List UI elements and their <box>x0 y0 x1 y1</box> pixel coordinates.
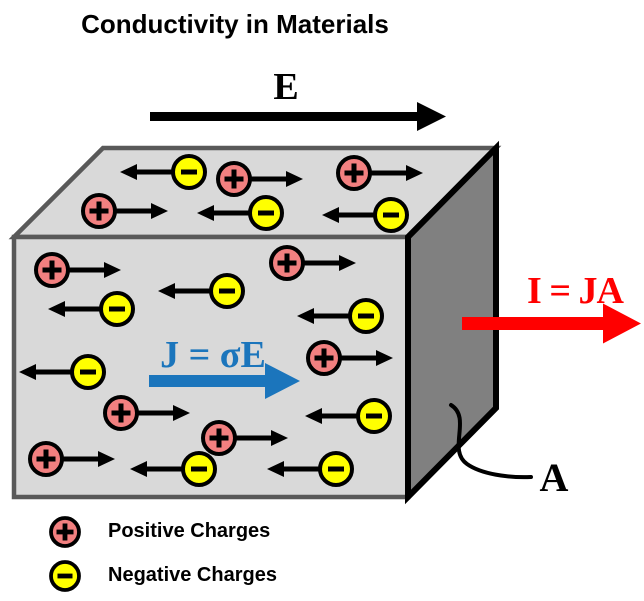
charge-negative <box>267 451 354 487</box>
plus-sign-icon <box>344 163 364 183</box>
motion-arrow-left-icon <box>158 283 211 299</box>
motion-arrow-left-icon <box>130 461 183 477</box>
legend: Positive Charges Negative Charges <box>48 514 277 593</box>
charge-negative <box>19 354 106 390</box>
charge-positive <box>216 161 303 197</box>
motion-arrow-right-icon <box>235 430 288 446</box>
charge-positive <box>81 193 168 229</box>
charge-negative <box>322 197 409 233</box>
current-arrow <box>462 303 641 344</box>
plus-sign-icon <box>36 449 56 469</box>
plus-sign-icon <box>314 348 334 368</box>
plus-sign-icon <box>111 403 131 423</box>
charge-negative <box>120 154 207 190</box>
motion-arrow-left-icon <box>297 308 350 324</box>
current-density-equation: J = σE <box>160 334 266 376</box>
charge-positive <box>306 340 393 376</box>
current-density-arrow <box>149 363 300 399</box>
plus-sign-icon <box>89 201 109 221</box>
plus-sign-icon <box>209 428 229 448</box>
charge-negative <box>197 195 284 231</box>
charge-negative <box>305 398 392 434</box>
legend-item-positive: Positive Charges <box>48 514 277 549</box>
legend-label-negative: Negative Charges <box>108 564 277 586</box>
positive-charge-icon <box>49 515 81 548</box>
plus-sign-icon <box>42 260 62 280</box>
charge-positive <box>103 395 190 431</box>
motion-arrow-left-icon <box>305 408 358 424</box>
charge-positive <box>269 245 356 281</box>
motion-arrow-left-icon <box>197 205 250 221</box>
motion-arrow-right-icon <box>340 350 393 366</box>
motion-arrow-right-icon <box>62 451 115 467</box>
area-label: A <box>540 455 569 500</box>
charge-negative <box>297 298 384 334</box>
motion-arrow-right-icon <box>303 255 356 271</box>
motion-arrow-left-icon <box>19 364 72 380</box>
charge-positive <box>201 420 288 456</box>
motion-arrow-left-icon <box>267 461 320 477</box>
legend-item-negative: Negative Charges <box>48 558 277 593</box>
diagram-title: Conductivity in Materials <box>81 9 389 39</box>
box-right-face-cross-section <box>405 140 499 505</box>
motion-arrow-right-icon <box>250 171 303 187</box>
motion-arrow-right-icon <box>137 405 190 421</box>
legend-label-positive: Positive Charges <box>108 520 271 542</box>
charge-positive <box>336 155 423 191</box>
plus-sign-icon <box>224 169 244 189</box>
charge-negative <box>158 273 245 309</box>
area-pointer-line <box>449 403 533 480</box>
motion-arrow-left-icon <box>48 301 101 317</box>
motion-arrow-right-icon <box>68 262 121 278</box>
current-equation: I = JA <box>527 270 624 312</box>
charge-negative <box>130 451 217 487</box>
charges-layer <box>19 154 423 487</box>
negative-charge-icon <box>49 559 81 592</box>
motion-arrow-right-icon <box>115 203 168 219</box>
e-field-arrow <box>150 102 446 131</box>
charge-positive <box>34 252 121 288</box>
motion-arrow-left-icon <box>120 164 173 180</box>
plus-sign-icon <box>277 253 297 273</box>
motion-arrow-right-icon <box>370 165 423 181</box>
charge-positive <box>28 441 115 477</box>
charge-negative <box>48 291 135 327</box>
motion-arrow-left-icon <box>322 207 375 223</box>
e-field-label: E <box>273 66 298 108</box>
